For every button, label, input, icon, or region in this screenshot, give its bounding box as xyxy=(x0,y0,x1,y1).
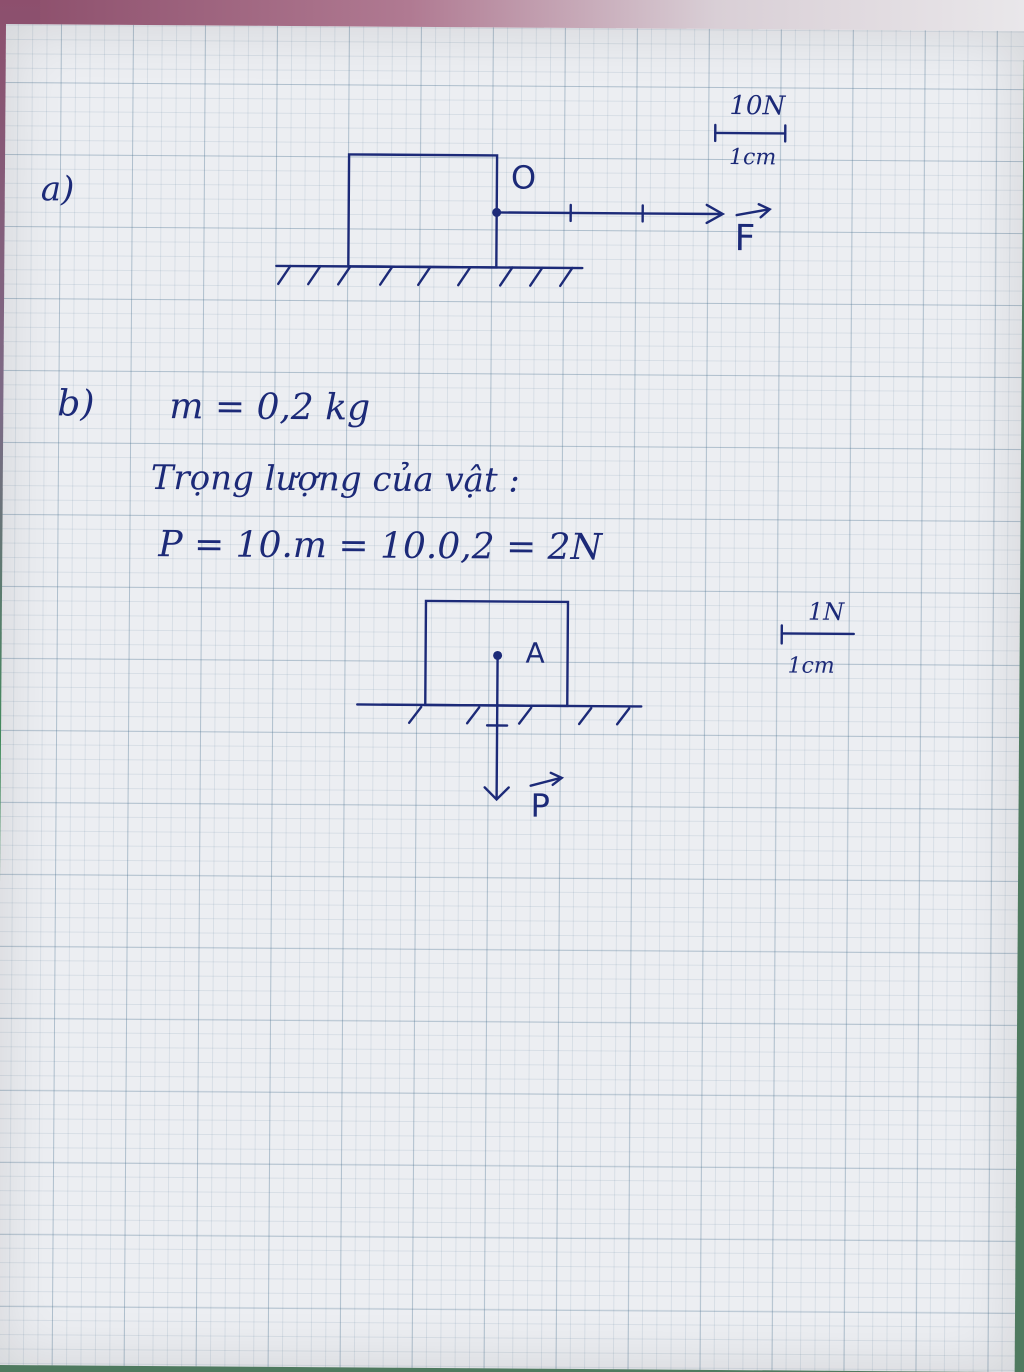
scale-bar-b xyxy=(782,633,854,634)
force-p-label: P xyxy=(530,790,550,822)
force-f-label: F xyxy=(734,221,755,257)
weight-heading: Trọng lượng của vật : xyxy=(151,461,520,498)
floor-hatching-b xyxy=(409,707,629,725)
hand-drawings xyxy=(0,24,1024,1372)
block-a xyxy=(348,154,497,267)
scale-b-force: 1N xyxy=(808,600,844,624)
force-f-arrow xyxy=(497,212,721,214)
point-a-label: A xyxy=(526,640,545,668)
scale-a-force: 10N xyxy=(729,93,785,119)
scale-a-length: 1cm xyxy=(729,147,776,169)
part-a-label: a) xyxy=(41,172,75,206)
scale-b-length: 1cm xyxy=(787,655,834,677)
part-b-label: b) xyxy=(57,386,94,422)
point-o-label: O xyxy=(511,162,536,194)
floor-hatching-a xyxy=(278,266,572,286)
mass-line: m = 0,2 kg xyxy=(169,389,370,426)
floor-b xyxy=(357,704,641,706)
graph-paper-sheet: a) O F 10N 1cm b) m = 0,2 kg Trọng lượng… xyxy=(0,24,1024,1372)
weight-formula: P = 10.m = 10.0,2 = 2N xyxy=(158,527,602,566)
